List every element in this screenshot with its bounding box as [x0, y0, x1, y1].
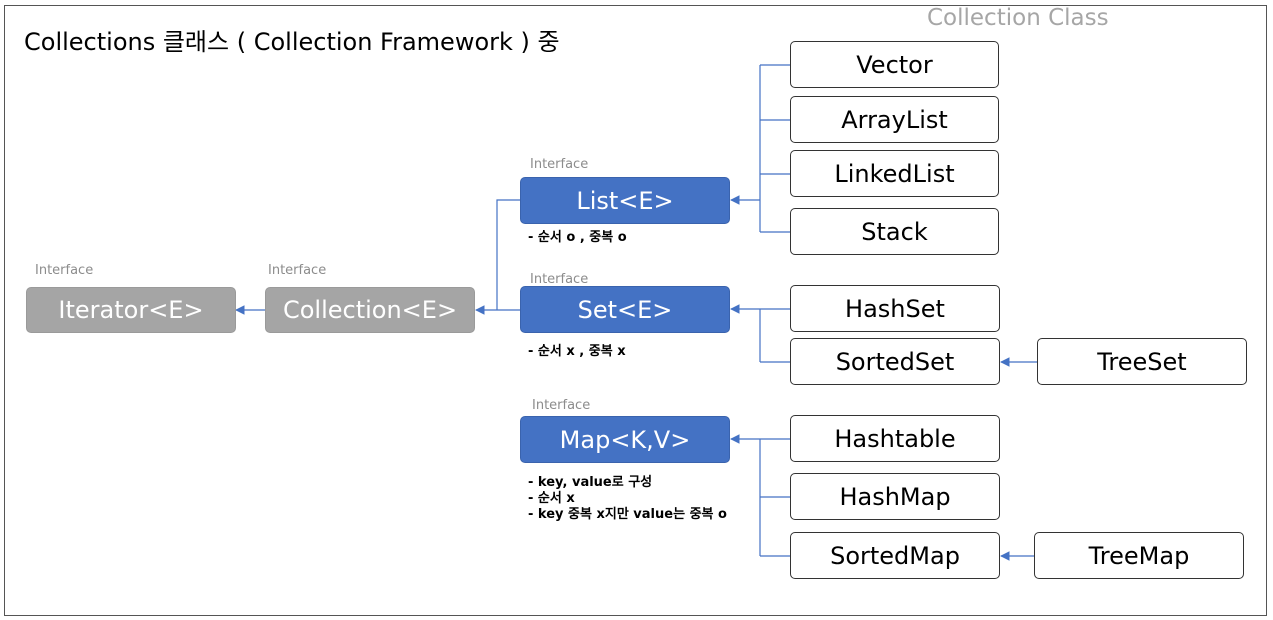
- hashtable-node: Hashtable: [790, 415, 1000, 462]
- set-node: Set<E>: [520, 286, 730, 333]
- interface-tag-map: Interface: [532, 398, 591, 413]
- interface-tag-set: Interface: [530, 272, 589, 287]
- page-subtitle: Collection Class: [927, 5, 1109, 31]
- map-note: - key, value로 구성 - 순서 x - key 중복 x지만 val…: [528, 475, 727, 523]
- sortedmap-node: SortedMap: [790, 532, 1000, 579]
- linkedlist-node: LinkedList: [790, 150, 999, 197]
- diagram-frame: [4, 5, 1267, 616]
- hashset-node: HashSet: [790, 285, 1000, 332]
- map-note-line: - key, value로 구성: [528, 475, 653, 490]
- map-note-line: - 순서 x: [528, 491, 575, 506]
- hashmap-node: HashMap: [790, 473, 1000, 520]
- map-note-line: - key 중복 x지만 value는 중복 o: [528, 507, 727, 522]
- list-note: - 순서 o , 중복 o: [528, 230, 627, 245]
- interface-tag-collection: Interface: [268, 263, 327, 278]
- map-node: Map<K,V>: [520, 416, 730, 463]
- collection-node: Collection<E>: [265, 287, 475, 333]
- page-title: Collections 클래스 ( Collection Framework )…: [24, 28, 560, 56]
- vector-node: Vector: [790, 41, 999, 88]
- iterator-node: Iterator<E>: [26, 287, 236, 333]
- interface-tag-iterator: Interface: [35, 263, 94, 278]
- stack-node: Stack: [790, 208, 999, 255]
- sortedset-node: SortedSet: [790, 338, 1000, 385]
- treemap-node: TreeMap: [1034, 532, 1244, 579]
- set-note: - 순서 x , 중복 x: [528, 344, 626, 359]
- treeset-node: TreeSet: [1037, 338, 1247, 385]
- edge-list-collection: [496, 199, 520, 310]
- list-node: List<E>: [520, 177, 730, 224]
- interface-tag-list: Interface: [530, 157, 589, 172]
- arraylist-node: ArrayList: [790, 96, 999, 143]
